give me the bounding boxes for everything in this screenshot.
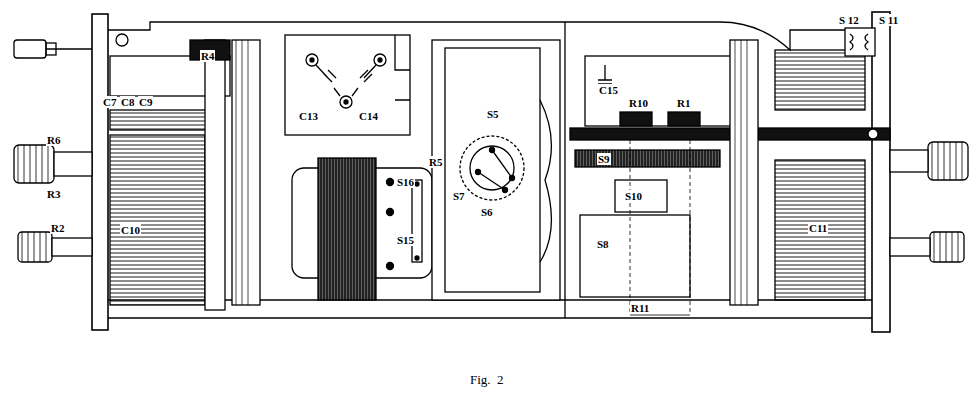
callout-label: R2 — [50, 222, 65, 234]
callout-label: S 12 — [838, 14, 860, 26]
callout-label: C14 — [358, 110, 379, 122]
callout-label: S16 — [396, 176, 415, 188]
callout-label: C15 — [598, 84, 619, 96]
callout-label: R11 — [630, 302, 650, 314]
callout-label: S6 — [480, 206, 494, 218]
callout-label: C13 — [298, 110, 319, 122]
callout-label: S5 — [486, 108, 500, 120]
callout-label: R5 — [428, 156, 443, 168]
callout-label: S7 — [452, 190, 466, 202]
callout-label: S9 — [597, 153, 611, 165]
callout-label: R3 — [46, 188, 61, 200]
callout-label: S15 — [396, 234, 415, 246]
callout-label: S10 — [624, 190, 643, 202]
callout-label: C9 — [138, 96, 153, 108]
callout-label: S8 — [596, 238, 610, 250]
callout-label: C8 — [120, 96, 135, 108]
callout-label: C10 — [120, 224, 141, 236]
figure-caption: Fig. 2 — [470, 372, 504, 388]
callout-label: R4 — [200, 50, 215, 62]
callout-label: R6 — [46, 134, 61, 146]
callout-label: R1 — [676, 97, 691, 109]
callout-label: C11 — [808, 222, 828, 234]
callout-label: C7 — [102, 96, 117, 108]
callout-label: R10 — [628, 97, 649, 109]
callout-label: S 11 — [878, 14, 899, 26]
